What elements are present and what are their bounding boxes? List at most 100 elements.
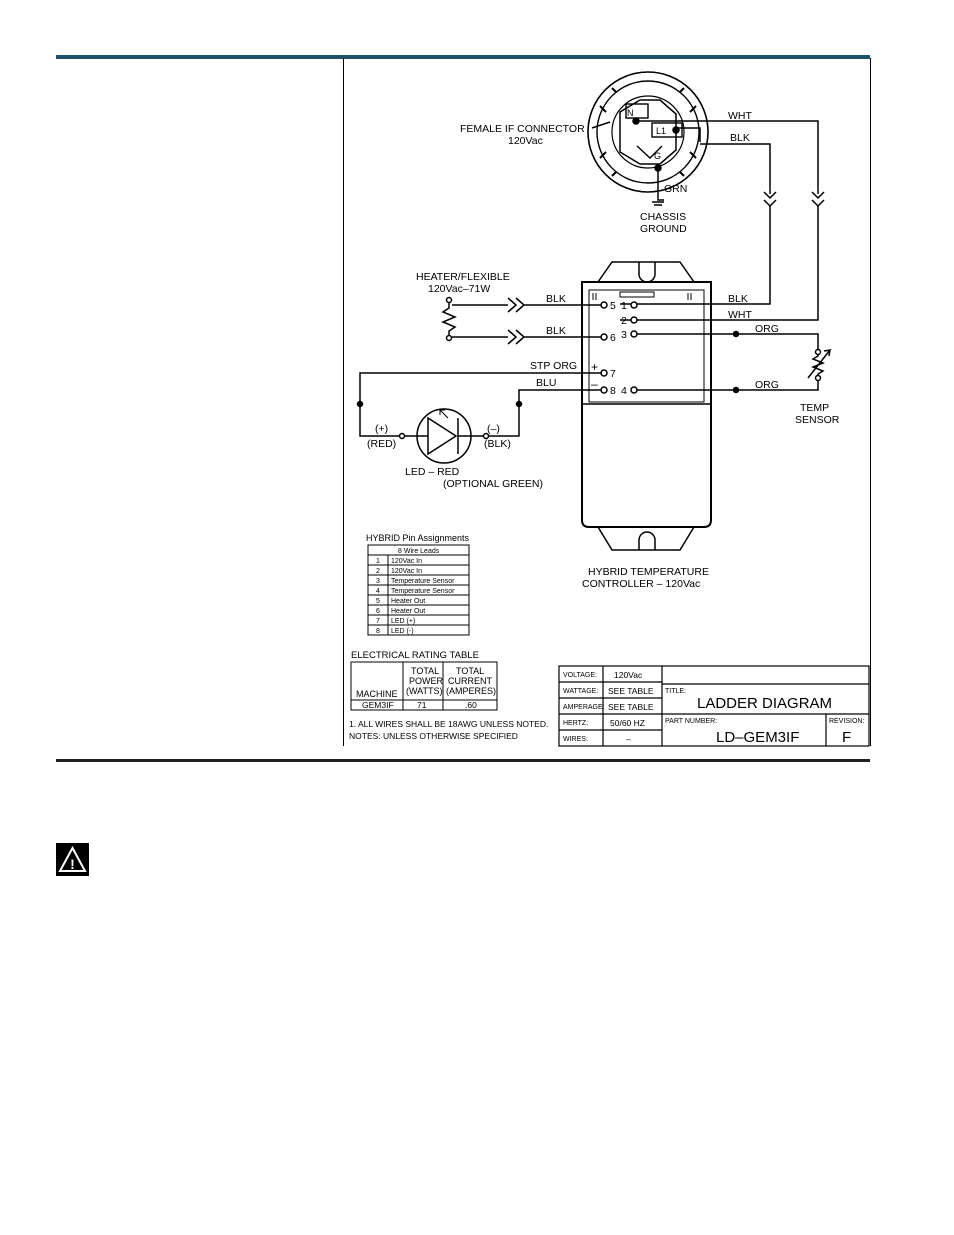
amperage-label: AMPERAGE: xyxy=(563,704,605,711)
pin-l1-label: L1 xyxy=(656,126,666,136)
pin-row-2-desc: 120Vac In xyxy=(391,568,422,575)
pin-row-3-num: 3 xyxy=(376,578,380,585)
org1-label: ORG xyxy=(755,323,779,335)
wire-wht-top-label: WHT xyxy=(728,110,752,122)
rating-power: 71 xyxy=(417,700,427,710)
drawing-title: LADDER DIAGRAM xyxy=(697,695,832,712)
revision-value: F xyxy=(842,729,851,746)
pin-row-1-num: 1 xyxy=(376,558,380,565)
ladder-diagram: FEMALE IF CONNECTOR 120Vac N L1 G GRN CH… xyxy=(349,71,870,747)
rating-col-current-3: (AMPERES) xyxy=(446,686,496,696)
led-red-label: (RED) xyxy=(367,438,396,450)
pin-row-8-desc: LED (-) xyxy=(391,628,414,635)
terminal-8: 8 xyxy=(610,385,616,397)
pin-row-7-num: 7 xyxy=(376,618,380,625)
pin-g-label: G xyxy=(654,151,661,161)
wire-wht-top xyxy=(638,120,819,194)
ground-label: GROUND xyxy=(640,223,687,235)
connector-label-1: FEMALE IF CONNECTOR xyxy=(460,123,585,135)
pin-assignment-table xyxy=(367,544,470,636)
pin-row-2-num: 2 xyxy=(376,568,380,575)
heater-label-2: 120Vac–71W xyxy=(428,283,490,295)
rating-col-power-2: POWER xyxy=(409,676,444,686)
pin-row-5-num: 5 xyxy=(376,598,380,605)
voltage-label: VOLTAGE: xyxy=(563,672,597,679)
top-rule xyxy=(56,55,870,59)
pin-row-7-desc: LED (+) xyxy=(391,618,415,625)
led-plus-label: (+) xyxy=(375,423,388,435)
title-block xyxy=(558,665,870,747)
rating-col-current-1: TOTAL xyxy=(456,666,484,676)
ctrl-wht-label: WHT xyxy=(728,309,752,321)
wattage-label: WATTAGE: xyxy=(563,688,598,695)
bottom-rule xyxy=(56,759,870,762)
wires-value: – xyxy=(626,734,631,744)
hybrid-controller xyxy=(581,261,712,551)
part-label: PART NUMBER: xyxy=(665,718,717,725)
warning-icon: ! xyxy=(56,843,89,876)
wire-blk-top xyxy=(700,143,771,194)
heater-blk2-label: BLK xyxy=(546,325,566,337)
temp-sensor xyxy=(807,348,832,382)
pin-row-6-num: 6 xyxy=(376,608,380,615)
terminal-5: 5 xyxy=(610,300,616,312)
terminal-7: 7 xyxy=(610,368,616,380)
led-indicator xyxy=(405,408,484,464)
voltage-value: 120Vac xyxy=(614,670,643,680)
heater-label-1: HEATER/FLEXIBLE xyxy=(416,271,510,283)
pin-row-6-desc: Heater Out xyxy=(391,608,425,615)
pin-row-5-desc: Heater Out xyxy=(391,598,425,605)
diagram-frame xyxy=(343,58,871,746)
note-line-1: 1. ALL WIRES SHALL BE 18AWG UNLESS NOTED… xyxy=(349,719,548,729)
pin-row-4-num: 4 xyxy=(376,588,380,595)
controller-label-1: HYBRID TEMPERATURE xyxy=(588,566,709,578)
controller-label-2: CONTROLLER – 120Vac xyxy=(582,578,700,590)
pin-row-1-desc: 120Vac In xyxy=(391,558,422,565)
ctrl-blk-label: BLK xyxy=(728,293,748,305)
minus-sign: – xyxy=(591,377,598,391)
heater-blk1-label: BLK xyxy=(546,293,566,305)
pin-n-label: N xyxy=(627,108,634,118)
rating-col-power-3: (WATTS) xyxy=(406,686,443,696)
terminal-3: 3 xyxy=(621,329,627,341)
heater-element xyxy=(441,296,457,342)
chassis-label: CHASSIS xyxy=(640,211,686,223)
electrical-rating-table xyxy=(350,661,498,711)
led-blk-label: (BLK) xyxy=(484,438,511,450)
rating-current: .60 xyxy=(465,700,477,710)
warning-glyph: ! xyxy=(70,856,75,872)
pin-row-3-desc: Temperature Sensor xyxy=(391,578,455,585)
terminal-2: 2 xyxy=(621,315,627,327)
pin-row-4-desc: Temperature Sensor xyxy=(391,588,455,595)
plus-sign: + xyxy=(591,360,598,374)
hertz-label: HERTZ: xyxy=(563,720,588,727)
led-label-2: (OPTIONAL GREEN) xyxy=(443,478,543,490)
pin-table-title: HYBRID Pin Assignments xyxy=(366,533,470,543)
pin-table-header: 8 Wire Leads xyxy=(398,548,440,555)
connector-label-2: 120Vac xyxy=(508,135,543,147)
stp-org-label: STP ORG xyxy=(530,360,577,372)
note-line-2: NOTES: UNLESS OTHERWISE SPECIFIED xyxy=(349,731,518,741)
pin-row-8-num: 8 xyxy=(376,628,380,635)
rating-col-machine: MACHINE xyxy=(356,689,398,699)
amperage-value: SEE TABLE xyxy=(608,702,654,712)
hertz-value: 50/60 HZ xyxy=(610,718,645,728)
wattage-value: SEE TABLE xyxy=(608,686,654,696)
wires-label: WIRES: xyxy=(563,736,588,743)
revision-label: REVISION: xyxy=(829,718,864,725)
female-connector xyxy=(587,71,709,193)
rating-col-current-2: CURRENT xyxy=(448,676,493,686)
led-label-1: LED – RED xyxy=(405,466,460,478)
terminal-4: 4 xyxy=(621,385,627,397)
title-label: TITLE: xyxy=(665,688,686,695)
sensor-label: SENSOR xyxy=(795,414,840,426)
rating-col-power-1: TOTAL xyxy=(411,666,439,676)
org2-label: ORG xyxy=(755,379,779,391)
led-minus-label: (–) xyxy=(487,423,500,435)
blu-label: BLU xyxy=(536,377,556,389)
rating-machine: GEM3IF xyxy=(362,700,394,710)
part-number: LD–GEM3IF xyxy=(716,729,799,746)
terminal-6: 6 xyxy=(610,332,616,344)
temp-label: TEMP xyxy=(800,402,829,414)
rating-table-title: ELECTRICAL RATING TABLE xyxy=(351,650,479,661)
